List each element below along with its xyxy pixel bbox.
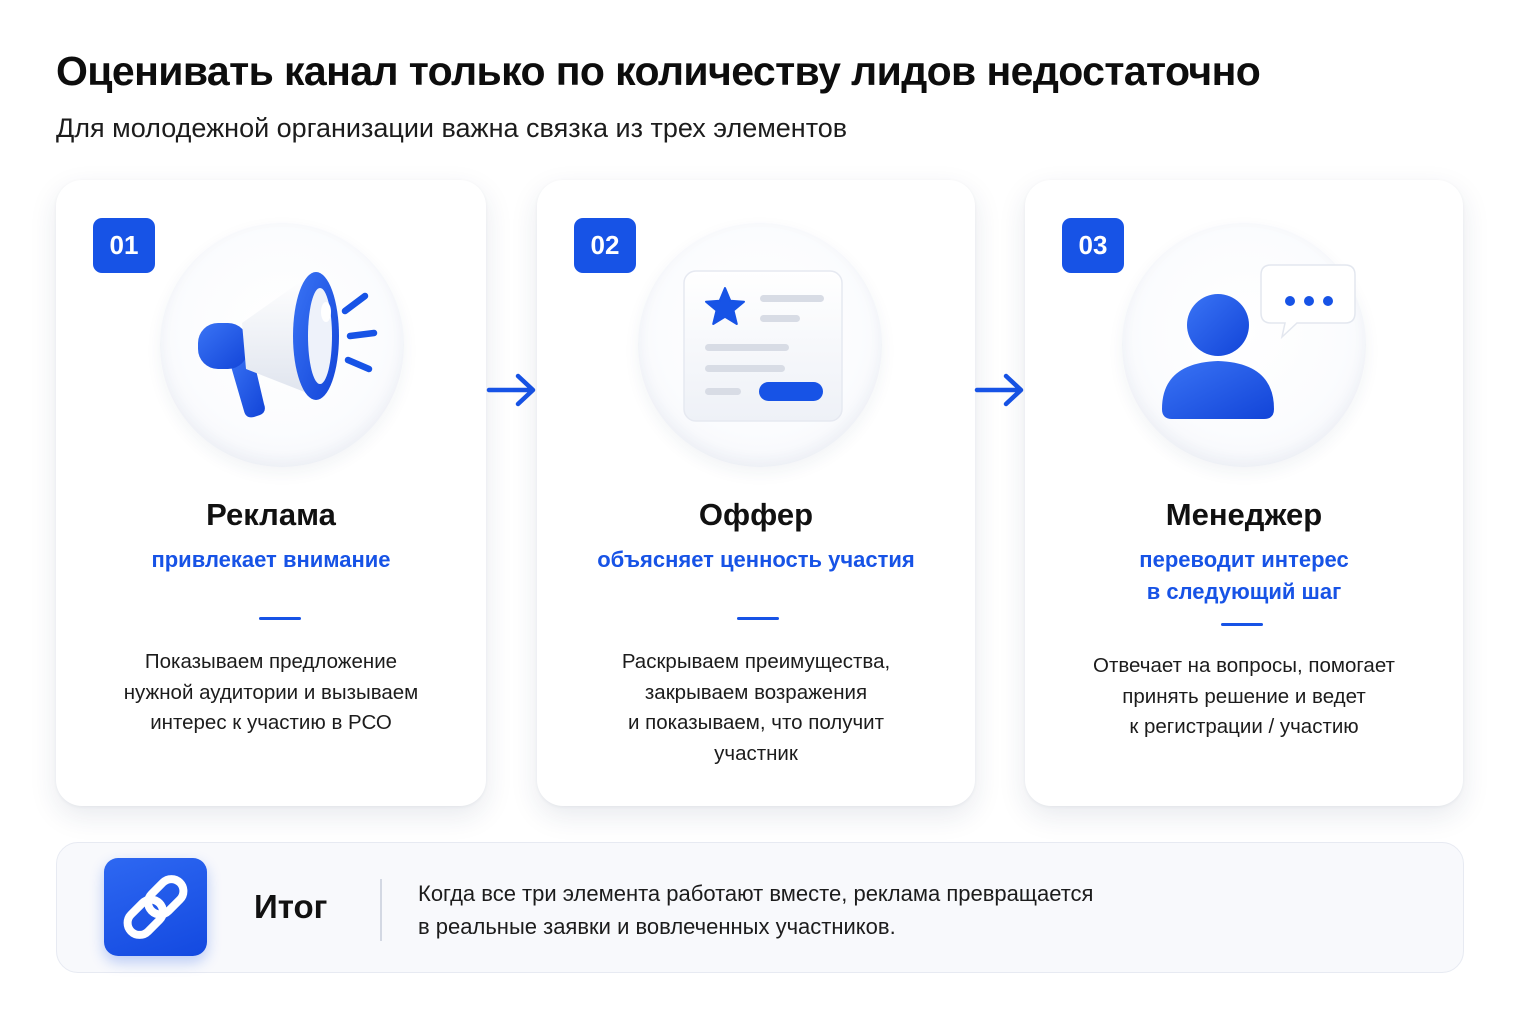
card-description: Отвечает на вопросы, помогает принять ре… <box>1093 654 1395 738</box>
card-title: Реклама <box>206 497 336 532</box>
summary-text: Когда все три элемента работают вместе, … <box>418 881 1094 939</box>
divider <box>259 617 301 620</box>
offer-card-icon <box>638 223 882 467</box>
step-number-badge: 03 <box>1062 218 1124 273</box>
page-subtitle: Для молодежной организации важна связка … <box>56 113 848 143</box>
card-title: Менеджер <box>1165 497 1323 532</box>
step-number-badge: 02 <box>574 218 636 273</box>
card-title: Оффер <box>698 497 814 532</box>
card-subtitle: переводит интерес в следующий шаг <box>1139 547 1349 604</box>
divider <box>737 617 779 620</box>
arrow-right-icon <box>974 373 1024 407</box>
divider <box>380 879 382 941</box>
step-card-manager: 03 Менеджер переводит интерес в следующи… <box>1025 180 1463 806</box>
manager-chat-icon <box>1122 223 1366 467</box>
step-number-badge: 01 <box>93 218 155 273</box>
step-card-advertising: 01 Реклама привлекает внимание Пока <box>56 180 486 806</box>
page-title: Оценивать канал только по количеству лид… <box>56 48 1261 94</box>
step-card-offer: 02 Оффер объясняет ценность участия Раск… <box>537 180 975 806</box>
arrow-right-icon <box>486 373 536 407</box>
card-description: Показываем предложение нужной аудитории … <box>123 650 419 734</box>
card-subtitle: привлекает внимание <box>151 547 391 572</box>
card-subtitle: объясняет ценность участия <box>597 547 915 572</box>
megaphone-icon <box>160 223 404 467</box>
card-description: Раскрываем преимущества, закрываем возра… <box>621 650 891 765</box>
link-icon <box>104 858 207 956</box>
summary-title: Итог <box>254 888 328 925</box>
divider <box>1221 623 1263 626</box>
summary-panel: Итог Когда все три элемента работают вме… <box>56 842 1464 973</box>
